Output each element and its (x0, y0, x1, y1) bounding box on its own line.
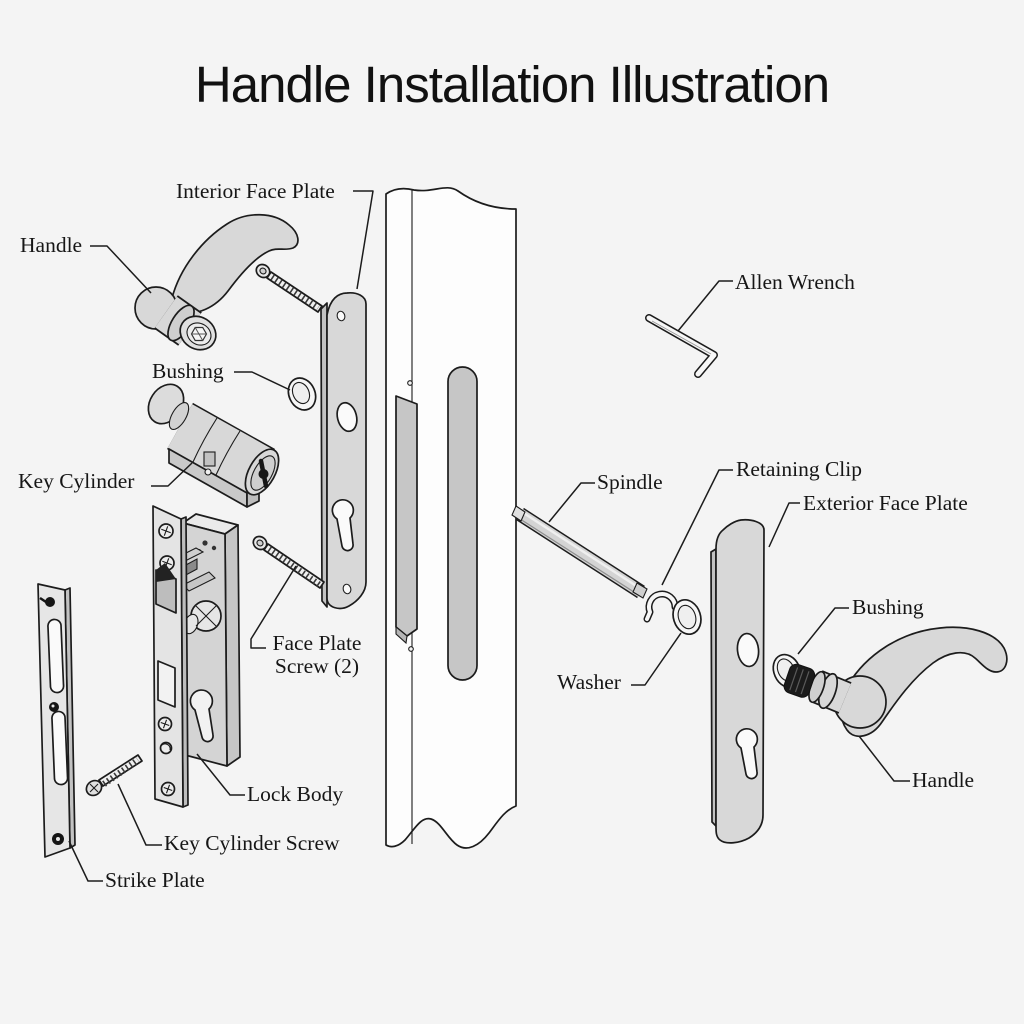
key-cylinder-part (147, 383, 280, 508)
leader-allen-wrench (677, 280, 733, 332)
allen-wrench-part (645, 314, 718, 378)
label-exterior-face-plate: Exterior Face Plate (803, 491, 968, 515)
leader-handle-right (858, 735, 910, 782)
handle-right-part (783, 626, 1008, 738)
bushing-left-part (287, 377, 317, 411)
leader-key-cylinder (151, 462, 193, 487)
label-strike-plate: Strike Plate (105, 868, 205, 892)
leader-spindle (548, 482, 595, 523)
label-allen-wrench: Allen Wrench (735, 270, 855, 294)
leader-handle-left (90, 245, 152, 294)
label-spindle: Spindle (597, 470, 663, 494)
face-plate-screw-bottom (252, 535, 325, 589)
leader-lock-body (196, 753, 245, 796)
leader-exterior-face-plate (768, 502, 800, 548)
label-lock-body: Lock Body (247, 782, 344, 806)
lock-body-part (152, 505, 241, 808)
label-bushing-left: Bushing (152, 359, 224, 383)
strike-plate-part (37, 583, 76, 858)
leader-strike-plate (68, 840, 103, 882)
face-plate-screw-top (255, 263, 323, 313)
leader-retaining-clip (661, 469, 733, 586)
handle-left-part (134, 213, 299, 351)
label-retaining-clip: Retaining Clip (736, 457, 863, 481)
key-cylinder-screw-part (85, 754, 143, 797)
leader-washer (631, 632, 682, 686)
door-mortise-recess (395, 395, 418, 637)
page-title: Handle Installation Illustration (194, 56, 830, 113)
exterior-face-plate-part (710, 518, 765, 844)
label-key-cylinder-screw: Key Cylinder Screw (164, 831, 340, 855)
retaining-clip-part (643, 590, 679, 623)
label-key-cylinder: Key Cylinder (18, 469, 135, 493)
door-oval-recess (447, 366, 478, 681)
label-bushing-right: Bushing (852, 595, 924, 619)
door-panel-part (385, 187, 517, 849)
leader-key-cylinder-screw (117, 783, 162, 846)
leader-lines (68, 190, 910, 882)
leader-face-plate-screw (250, 565, 297, 649)
label-face-plate-screw: Face Plate Screw (2) (272, 631, 362, 678)
washer-part (672, 598, 702, 636)
leader-interior-face-plate (353, 190, 374, 290)
label-washer: Washer (557, 670, 621, 694)
label-interior-face-plate: Interior Face Plate (176, 179, 335, 203)
leader-bushing-right (797, 607, 849, 655)
interior-face-plate-part (320, 292, 367, 610)
handle-spline-tip (783, 663, 816, 698)
label-handle-left: Handle (20, 233, 83, 257)
lock-strip-screws (155, 523, 177, 797)
leader-bushing-left (234, 371, 291, 391)
spindle-part (511, 505, 648, 599)
label-handle-right: Handle (912, 768, 975, 792)
